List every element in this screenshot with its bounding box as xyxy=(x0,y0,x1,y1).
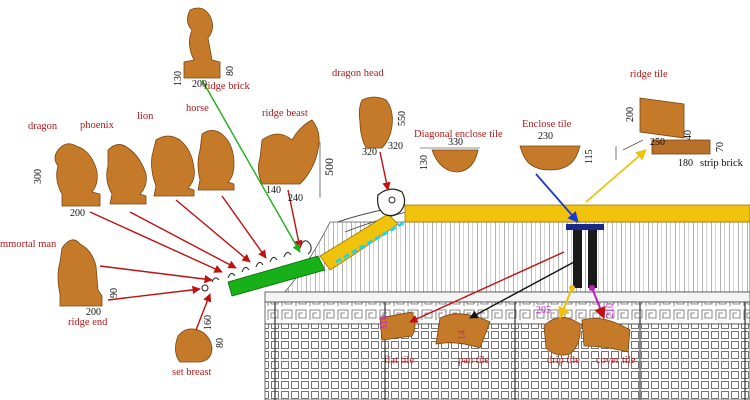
dim-head-320b: 320 xyxy=(388,141,403,152)
arrow-ridge-brick xyxy=(201,79,301,253)
pointer-arrows xyxy=(89,79,647,331)
photo-top-figure xyxy=(183,7,221,79)
dim-enc-230: 230 xyxy=(538,131,553,142)
dim-head-550: 550 xyxy=(397,111,408,126)
label-dragon-head: dragon head xyxy=(332,68,384,79)
enclose-tile-cap xyxy=(566,224,604,230)
dim-beast-140: 140 xyxy=(266,185,281,196)
building-elevation xyxy=(264,204,750,400)
dim-im-200: 200 xyxy=(86,307,101,318)
photo-dragon xyxy=(54,143,101,207)
label-dragon: dragon xyxy=(28,121,58,132)
roof-tile-field xyxy=(284,221,750,293)
photo-lion xyxy=(151,135,195,197)
photo-pan-tile xyxy=(435,313,491,349)
label-strip-brick: strip brick xyxy=(700,158,743,169)
label-ridge-tile: ridge tile xyxy=(630,69,668,80)
column-bar-left xyxy=(573,228,582,288)
arrow-horse xyxy=(221,195,267,259)
dim-top-200: 200 xyxy=(192,79,207,90)
label-cover-tile: cover tile xyxy=(596,355,636,366)
label-drip-tile: drip tile xyxy=(547,355,580,366)
dim-sb-160: 160 xyxy=(203,315,214,330)
label-immortal-man: mmortal man xyxy=(0,239,57,250)
diagonal-enclose-tile-line xyxy=(335,220,406,264)
photo-ridge-tile xyxy=(639,97,711,155)
arrow-phoenix xyxy=(129,211,237,269)
dim-diag-130: 130 xyxy=(419,155,430,170)
dim-rt-180: 180 xyxy=(678,158,693,169)
dim-enc-115: 115 xyxy=(584,149,595,164)
arrow-lion xyxy=(175,199,251,263)
arrow-dragon xyxy=(89,211,223,273)
arrow-immortal-man xyxy=(99,265,213,284)
dim-im-90: 90 xyxy=(109,288,120,298)
arrow-pan-tile xyxy=(469,261,575,319)
label-horse: horse xyxy=(186,103,209,114)
label-ridge-beast: ridge beast xyxy=(262,108,308,119)
dim-cover-210: 210 xyxy=(605,303,616,318)
dim-flat-310: 310 xyxy=(379,315,390,330)
label-diagonal-enclose-tile: Diagonal enclose tile xyxy=(414,129,503,140)
label-lion: lion xyxy=(137,111,154,122)
eave-band xyxy=(264,291,750,303)
dim-beast-500: 500 xyxy=(322,158,336,176)
label-ridge-brick: ridge brick xyxy=(204,81,250,92)
photo-ridge-beast xyxy=(258,119,320,185)
label-flat-tile: flat tile xyxy=(384,355,415,366)
arrow-ridge-tile xyxy=(585,149,647,203)
window-lattice xyxy=(264,323,750,400)
dim-drip-205: 205 xyxy=(536,305,551,316)
dim-diag-330: 330 xyxy=(448,137,463,148)
photo-phoenix xyxy=(106,144,147,205)
dim-rt-40: 40 xyxy=(683,130,694,140)
label-set-breast: set breast xyxy=(172,367,212,378)
dim-pan-14: 14 xyxy=(457,330,468,340)
arrow-ridge-beast xyxy=(287,189,303,249)
dim-rt-200: 200 xyxy=(625,107,636,122)
diagonal-ridge-green xyxy=(227,255,326,297)
dim-beast-240: 240 xyxy=(288,193,303,204)
dim-top-130: 130 xyxy=(173,71,184,86)
arrow-ridge-end xyxy=(107,285,201,301)
arrow-enclose-tile xyxy=(535,173,579,223)
photo-dragon-head xyxy=(358,96,393,149)
dim-head-320a: 320 xyxy=(362,147,377,158)
label-phoenix: phoenix xyxy=(80,120,114,131)
fret-frieze xyxy=(264,301,750,325)
photo-flat-tile xyxy=(379,311,416,341)
dim-rt-70: 70 xyxy=(715,142,726,152)
dim-rt-250: 250 xyxy=(650,137,665,148)
main-ridge xyxy=(404,204,750,223)
dim-top-80: 80 xyxy=(225,66,236,76)
dim-sb-80: 80 xyxy=(215,338,226,348)
label-pan-tile: pan tile xyxy=(458,355,490,366)
dimension-lines xyxy=(319,139,644,198)
dragon-head-sketch xyxy=(377,188,406,217)
label-ridge-end: ridge end xyxy=(68,317,108,328)
arrow-cover-tile xyxy=(591,287,606,320)
photo-horse xyxy=(197,130,235,191)
arrow-dragon-head xyxy=(379,151,391,191)
dim-dragon-200: 200 xyxy=(70,208,85,219)
dim-dragon-300: 300 xyxy=(33,169,44,184)
arrow-drip-tile xyxy=(558,287,573,320)
column-bar-right xyxy=(588,228,597,288)
label-enclose-tile: Enclose tile xyxy=(522,119,572,130)
photo-immortal-man xyxy=(57,239,103,307)
photo-set-breast xyxy=(175,328,213,363)
diagonal-ridge-upper xyxy=(319,213,399,271)
photo-diagonal-enclose-tile xyxy=(431,149,479,173)
arrow-flat-tile xyxy=(409,251,565,323)
arrow-set-breast xyxy=(195,293,212,331)
photo-enclose-tile xyxy=(519,145,581,171)
